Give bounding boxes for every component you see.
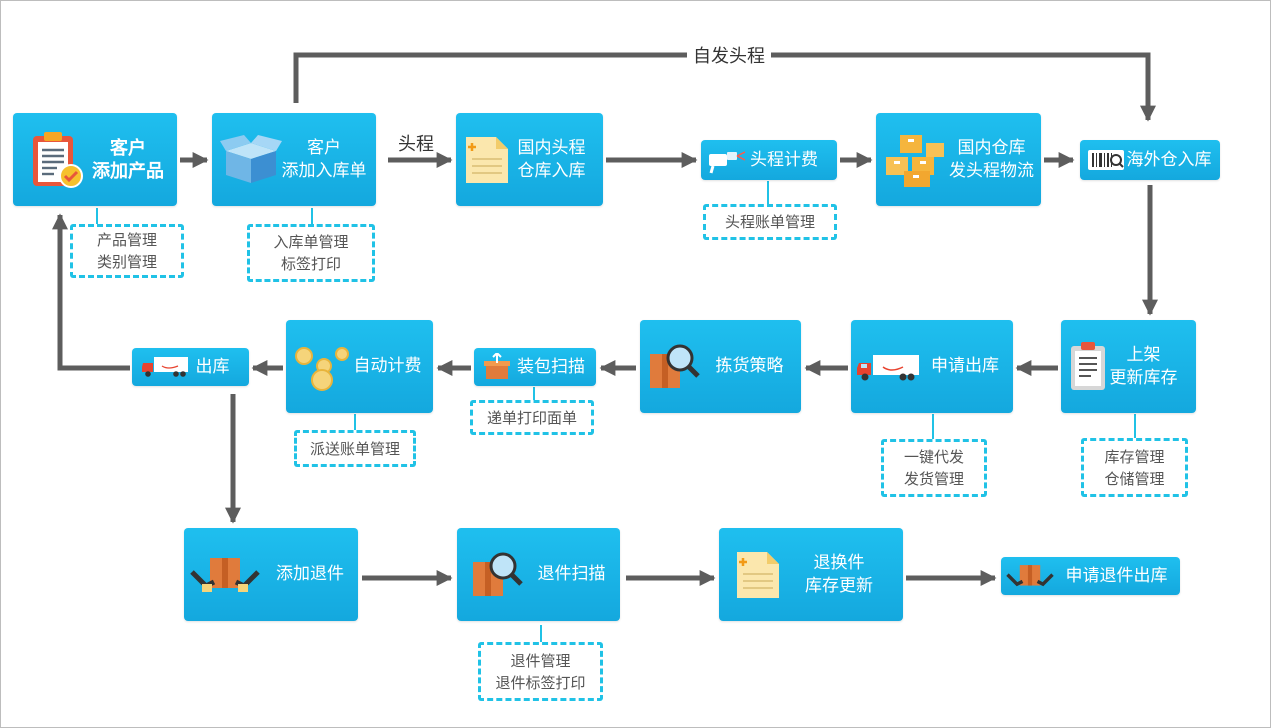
scanner-icon [709, 151, 745, 174]
note-line: 发货管理 [903, 470, 964, 488]
clipboard-icon [1071, 342, 1105, 390]
step-line: 申请退件出库 [1065, 565, 1168, 586]
note-inventory-mgmt[interactable]: 库存管理 仓储管理 [1081, 438, 1188, 497]
step-line: 海外仓入库 [1126, 149, 1212, 170]
open-box-icon [220, 135, 282, 183]
truck-icon [857, 355, 919, 381]
note-dropship-mgmt[interactable]: 一键代发 发货管理 [881, 439, 987, 497]
step-line: 更新库存 [1109, 367, 1178, 388]
step-line: 申请出库 [931, 356, 999, 376]
step-request-return-outbound[interactable]: 申请退件出库 [1001, 557, 1180, 595]
note-product-mgmt[interactable]: 产品管理 类别管理 [70, 224, 184, 278]
coins-icon [295, 347, 349, 391]
step-line: 添加退件 [276, 564, 344, 584]
note-line: 派送账单管理 [309, 439, 400, 458]
note-waybill-print[interactable]: 递单打印面单 [470, 400, 594, 435]
step-shelve-update[interactable]: 上架 更新库存 [1061, 320, 1196, 413]
box-magnifier-icon [473, 552, 523, 596]
step-headhaul-billing[interactable]: 头程计费 [701, 140, 837, 180]
stacked-boxes-icon [886, 135, 944, 187]
step-customer-add-inbound[interactable]: 客户 添加入库单 [212, 113, 376, 206]
step-line: 库存更新 [805, 575, 873, 596]
note-line: 产品管理 [96, 231, 157, 249]
step-line: 头程计费 [750, 149, 818, 170]
return-box-icon [190, 558, 260, 592]
return-box-icon [1006, 565, 1054, 587]
step-picking-strategy[interactable]: 拣货策略 [640, 320, 801, 413]
step-return-exchange-update[interactable]: 退换件 库存更新 [719, 528, 903, 621]
step-add-return[interactable]: 添加退件 [184, 528, 358, 621]
step-line: 客户 [307, 137, 341, 158]
step-line: 发头程物流 [949, 160, 1034, 181]
note-line: 库存管理 [1104, 447, 1165, 466]
step-outbound[interactable]: 出库 [132, 348, 249, 386]
document-icon [466, 137, 508, 183]
truck-icon [142, 357, 188, 377]
step-line: 添加入库单 [281, 160, 367, 181]
step-pack-scan[interactable]: 装包扫描 [474, 348, 596, 386]
step-line: 装包扫描 [517, 356, 585, 377]
note-line: 头程账单管理 [724, 213, 815, 231]
note-return-mgmt[interactable]: 退件管理 退件标签打印 [478, 642, 603, 701]
package-icon [484, 353, 510, 379]
step-return-scan[interactable]: 退件扫描 [457, 528, 620, 621]
step-line: 退换件 [813, 552, 865, 573]
step-line: 自动计费 [353, 356, 422, 376]
label-headhaul: 头程 [398, 130, 434, 156]
box-magnifier-icon [650, 344, 700, 388]
note-line: 递单打印面单 [486, 408, 577, 427]
barcode-icon [1088, 150, 1124, 170]
step-domestic-headhaul-inbound[interactable]: 国内头程 仓库入库 [456, 113, 603, 206]
step-line: 添加产品 [92, 160, 164, 182]
note-line: 退件标签打印 [495, 673, 586, 692]
note-line: 入库单管理 [273, 233, 349, 251]
step-line: 出库 [195, 356, 230, 377]
step-auto-billing[interactable]: 自动计费 [286, 320, 433, 413]
note-line: 类别管理 [96, 253, 157, 271]
document-icon [737, 552, 779, 598]
clipboard-check-icon [33, 132, 83, 188]
note-headhaul-bill[interactable]: 头程账单管理 [703, 204, 837, 240]
note-line: 退件管理 [510, 651, 571, 670]
note-inbound-mgmt[interactable]: 入库单管理 标签打印 [247, 224, 375, 282]
step-line: 退件扫描 [537, 564, 606, 584]
step-line: 仓库入库 [517, 160, 586, 181]
note-delivery-bill[interactable]: 派送账单管理 [294, 430, 416, 467]
step-request-outbound[interactable]: 申请出库 [851, 320, 1013, 413]
note-line: 仓储管理 [1104, 469, 1165, 488]
step-customer-add-product[interactable]: 客户 添加产品 [13, 113, 177, 206]
step-line: 拣货策略 [715, 356, 784, 376]
step-overseas-inbound[interactable]: 海外仓入库 [1080, 140, 1220, 180]
label-self-headhaul: 自发头程 [687, 42, 771, 68]
note-line: 一键代发 [903, 448, 964, 466]
step-line: 国内头程 [517, 137, 586, 158]
step-line: 国内仓库 [957, 137, 1026, 158]
connector-outbound-to-customer [51, 213, 130, 371]
step-line: 上架 [1126, 344, 1161, 365]
step-line: 客户 [110, 137, 146, 159]
note-line: 标签打印 [280, 255, 341, 273]
step-domestic-wh-dispatch[interactable]: 国内仓库 发头程物流 [876, 113, 1041, 206]
